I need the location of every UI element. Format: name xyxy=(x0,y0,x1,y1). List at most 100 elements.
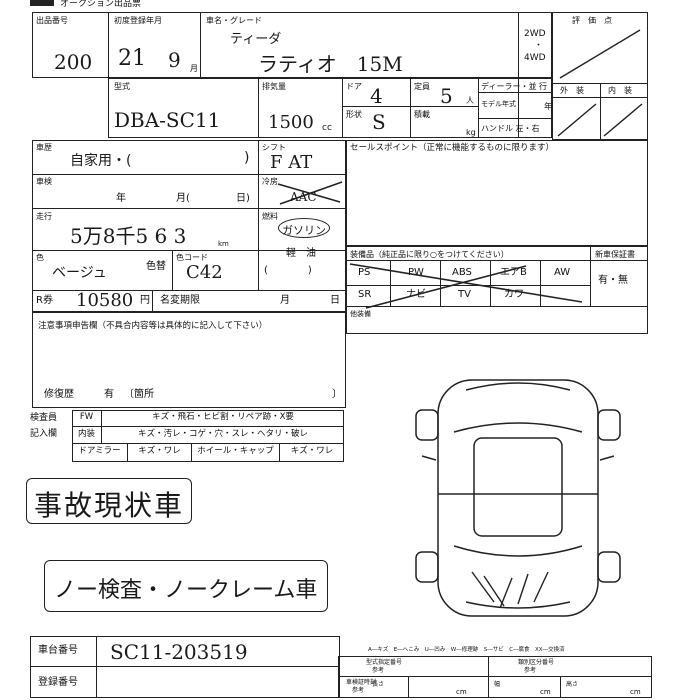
exterior-label: 外 装 xyxy=(560,86,584,95)
mileage-value: 5万8千5 6 3 xyxy=(70,224,187,248)
chassis-label: 車台番号 xyxy=(38,645,78,656)
history-label: 車歴 xyxy=(36,143,52,152)
checker-mirror-desc: キズ・ワレ xyxy=(128,444,192,462)
disp-unit: cc xyxy=(322,123,332,133)
checker-interior-desc: キズ・汚レ・コゲ・穴・スレ・ヘタリ・破レ xyxy=(102,427,344,444)
spec-cell7: 高さ xyxy=(566,681,579,688)
shift-value: F AT xyxy=(270,152,313,173)
reg-label: 初度登録年月 xyxy=(114,16,162,25)
recycle-value: 10580 xyxy=(76,290,134,311)
spec-cell3c: 長さ xyxy=(372,681,385,688)
color-label: 色 xyxy=(36,253,44,262)
ac-label: 冷房 xyxy=(262,177,278,186)
color-value: ベージュ xyxy=(52,265,107,281)
equip-airbag: エアB xyxy=(500,267,527,278)
equipment-strike xyxy=(349,263,583,309)
spec-cell3: 車検証時刻 xyxy=(346,679,377,686)
equip-sr: SR xyxy=(358,289,372,300)
drive-4wd: 4WD xyxy=(524,53,546,63)
checker-frame xyxy=(72,410,344,462)
fuel-alt: 軽 油 xyxy=(286,248,316,259)
disp-label: 排気量 xyxy=(262,82,286,91)
spec-cell2b: 参考 xyxy=(524,667,537,674)
equip-ps: PS xyxy=(358,267,371,278)
header-mark xyxy=(30,0,54,6)
spec-cell5: 幅 xyxy=(494,681,501,688)
model-year-unit: 年 xyxy=(544,102,552,111)
spec-cell3b: 参考 xyxy=(352,687,365,694)
handle-label: ハンドル 左・右 xyxy=(481,124,540,133)
spec-cell6: cm xyxy=(540,688,551,696)
equip-other-label: 他装備 xyxy=(350,310,371,318)
accident-stamp: 事故現状車 xyxy=(34,489,185,522)
dealer-label: ディーラー・並 行 xyxy=(481,82,547,91)
cap-label: 定員 xyxy=(414,82,430,91)
equip-aw: AW xyxy=(554,267,571,278)
name-small: ティーダ xyxy=(230,32,282,47)
sales-point-label: セールスポイント（正常に機能するものに限ります） xyxy=(350,143,555,153)
door-value: 4 xyxy=(370,84,383,108)
lot-label: 出品番号 xyxy=(36,16,68,25)
reg-month: 9 xyxy=(168,48,181,72)
checker-fw: FW xyxy=(72,410,102,427)
name-value: ラティオ 15M xyxy=(258,52,403,76)
shape-label: 形状 xyxy=(346,110,362,119)
checker-wheel: ホイール・キャップ xyxy=(192,444,280,462)
model-value: DBA-SC11 xyxy=(114,108,221,132)
reg-month-unit: 月 xyxy=(190,64,198,73)
load-label: 積載 xyxy=(414,110,430,119)
checker-mirror: ドアミラー xyxy=(72,444,128,462)
cap-unit: 人 xyxy=(466,96,474,105)
shift-label: シフト xyxy=(262,143,286,152)
inspect-month: 月( xyxy=(176,193,190,204)
damage-legend: A―キズ E―へこみ U―凹み W―修理跡 S―サビ C―腐食 XX―交換済 xyxy=(368,647,565,653)
inspect-year: 年 xyxy=(116,193,126,204)
sales-frame xyxy=(346,140,648,246)
no-claim-stamp: ノー検査・ノークレーム車 xyxy=(54,578,318,603)
interior-label: 内 装 xyxy=(608,86,632,95)
spec-cell1: 型式指定番号 xyxy=(366,659,403,666)
history-value: 自家用・( xyxy=(70,153,132,169)
drive-dot: ・ xyxy=(534,41,544,51)
colorcode-label: 色コード xyxy=(176,253,208,262)
checker-interior: 内装 xyxy=(72,427,102,444)
equip-abs: ABS xyxy=(452,267,472,278)
transfer-day: 日 xyxy=(330,295,340,306)
score-strike xyxy=(557,29,643,137)
warranty-label: 新車保証書 xyxy=(595,250,635,259)
notes-frame xyxy=(32,312,346,408)
header-title: オークション出品票 xyxy=(60,0,142,9)
registration-label: 登録番号 xyxy=(38,677,78,688)
fuel-circle xyxy=(278,218,330,238)
reg-year: 21 xyxy=(118,46,146,71)
equip-leather: カワ xyxy=(504,289,524,300)
repair-value: 有 xyxy=(104,389,114,400)
chassis-value: SC11-203519 xyxy=(110,640,248,664)
recolor-label: 色替 xyxy=(146,261,166,272)
mileage-unit: km xyxy=(218,240,229,248)
load-unit: kg xyxy=(466,128,476,137)
repair-close: 〕 xyxy=(332,389,342,400)
equip-tv: TV xyxy=(458,289,471,300)
model-frame xyxy=(108,78,552,138)
accident-stamp-frame xyxy=(26,478,192,524)
repair-place: 〔箇所 xyxy=(124,389,154,400)
shape-value: S xyxy=(372,110,386,134)
spec-frame xyxy=(338,656,652,698)
equipment-title: 装備品（純正品に限り○をつけてください） xyxy=(350,250,509,259)
notes-title: 注意事項申告欄（不具合内容等は具体的に記入して下さい） xyxy=(38,321,268,331)
spec-cell8: cm xyxy=(630,688,641,696)
damage-marks xyxy=(471,571,549,609)
lot-value: 200 xyxy=(54,50,93,74)
spec-cell2: 類別区分番号 xyxy=(518,659,555,666)
checker-fw-desc: キズ・飛石・ヒビ割・リペア跡・X要 xyxy=(102,410,344,427)
cap-value: 5 xyxy=(440,84,453,108)
fuel-label: 燃料 xyxy=(262,212,278,221)
equip-pw: PW xyxy=(408,267,424,278)
history-frame xyxy=(32,140,346,312)
car-diagram xyxy=(415,379,621,617)
mileage-label: 走行 xyxy=(36,212,52,221)
disp-value: 1500 xyxy=(268,112,314,133)
transfer-label: 名変期限 xyxy=(160,295,200,306)
recycle-unit: 円 xyxy=(140,295,150,306)
